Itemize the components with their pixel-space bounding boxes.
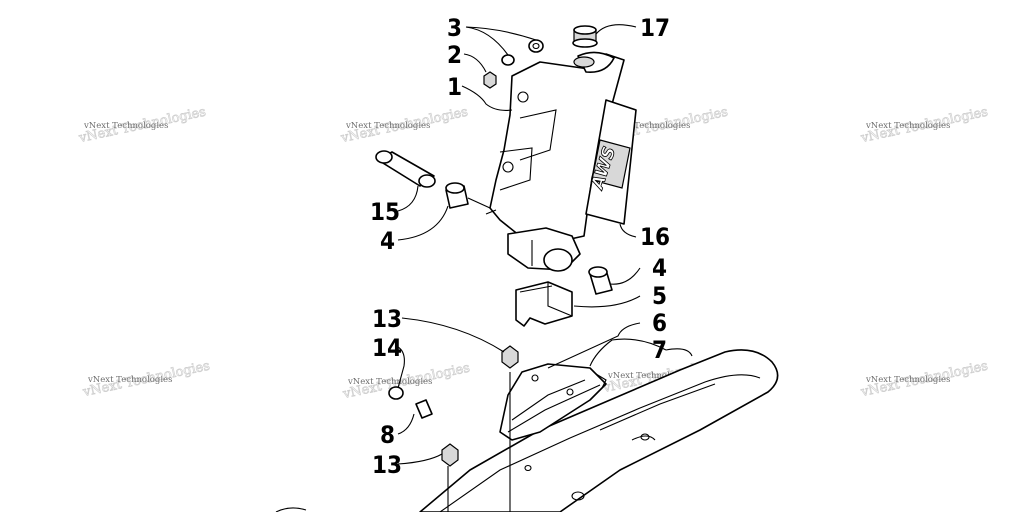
- callout-6: 6: [652, 309, 667, 337]
- callout-13-upper: 13: [372, 305, 402, 333]
- callout-labels: 3 2 1 17 15 4 16 4 5 13 6 7 14 8 13: [370, 14, 670, 479]
- sleeve-8: [415, 399, 433, 419]
- watermark-1: vNext Technologies vNext Technologies: [77, 104, 208, 146]
- nut-13-lower: [441, 443, 459, 467]
- washer-hole: [532, 42, 540, 50]
- washer: [528, 39, 544, 53]
- nut-13-upper: [501, 345, 519, 369]
- callout-15: 15: [370, 198, 400, 226]
- callout-14: 14: [372, 334, 402, 362]
- wear-bushing: [515, 281, 573, 327]
- svg-text:vNext Technologies: vNext Technologies: [865, 375, 950, 385]
- callout-5: 5: [652, 282, 667, 310]
- decal: AWS: [585, 99, 637, 225]
- plug: [572, 25, 598, 48]
- svg-text:vNext Technologies: vNext Technologies: [83, 121, 168, 131]
- watermark-2: vNext Technologies vNext Technologies: [339, 104, 470, 146]
- callout-4-right: 4: [652, 254, 667, 282]
- nut: [483, 71, 497, 89]
- callout-7: 7: [652, 336, 667, 364]
- spindle: [485, 51, 625, 272]
- ski-bumper-edge: [275, 507, 307, 512]
- svg-text:vNext Technologies: vNext Technologies: [345, 121, 430, 131]
- svg-text:vNext Technologies: vNext Technologies: [865, 121, 950, 131]
- svg-text:vNext Technologies: vNext Technologies: [347, 377, 432, 387]
- callout-4-left: 4: [380, 227, 395, 255]
- svg-text:vNext Technologies: vNext Technologies: [607, 371, 692, 381]
- watermark-8: vNext Technologies vNext Technologies: [859, 358, 990, 400]
- svg-text:vNext Technologies: vNext Technologies: [605, 121, 690, 131]
- axis-left: [467, 197, 491, 209]
- bushing-left: [445, 182, 469, 209]
- sleeve: [375, 150, 436, 188]
- callout-2: 2: [447, 41, 462, 69]
- callout-8: 8: [380, 421, 395, 449]
- watermark-6: vNext Technologies vNext Technologies: [341, 360, 472, 402]
- ski-saddle: [499, 363, 607, 441]
- callout-1: 1: [447, 73, 462, 101]
- ski: [419, 349, 779, 512]
- callout-3: 3: [447, 14, 462, 42]
- bushing-right: [588, 266, 613, 295]
- svg-text:vNext Technologies: vNext Technologies: [87, 375, 172, 385]
- washer-14: [388, 386, 404, 400]
- watermark-5: vNext Technologies vNext Technologies: [81, 358, 212, 400]
- washer-lower: [501, 54, 515, 66]
- callout-16: 16: [640, 223, 670, 251]
- callout-17: 17: [640, 14, 670, 42]
- leader-lines: [397, 24, 693, 465]
- callout-13-lower: 13: [372, 451, 402, 479]
- watermark-4: vNext Technologies vNext Technologies: [859, 104, 990, 146]
